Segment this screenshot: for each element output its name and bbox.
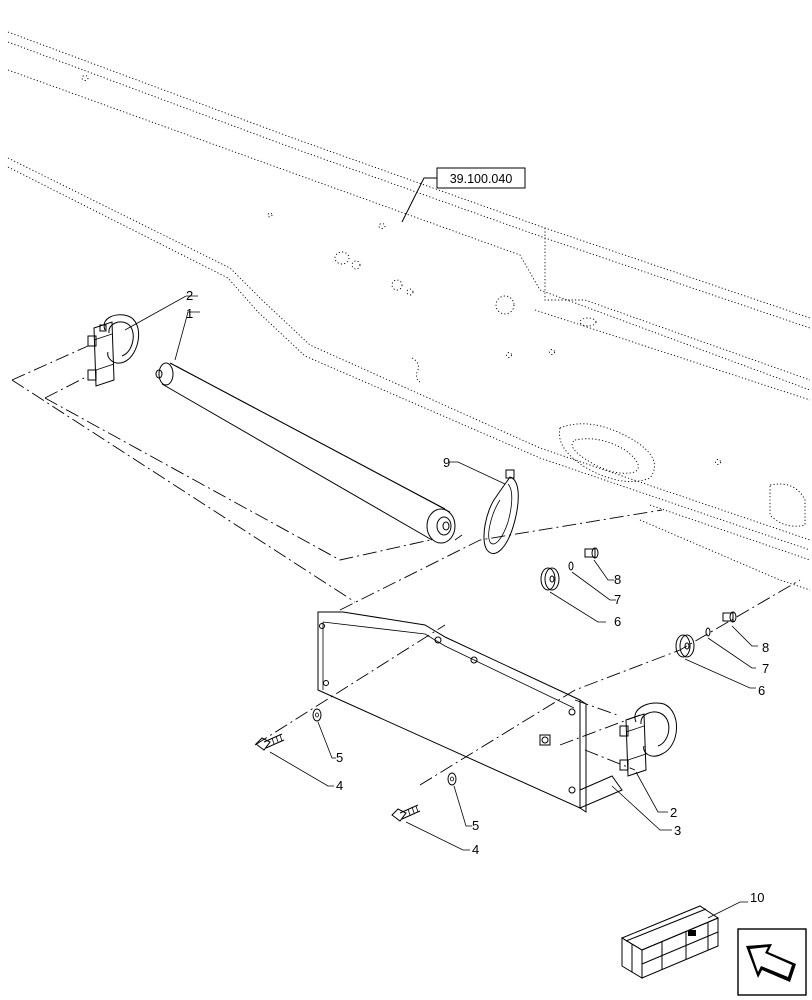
callout-6-lower: 6 [758, 683, 765, 698]
callout-7-upper: 7 [614, 592, 621, 607]
callout-2-lower: 2 [670, 805, 677, 820]
chassis-frame [7, 31, 811, 591]
reference-callout: 39.100.040 [401, 167, 526, 223]
reference-label: 39.100.040 [450, 172, 513, 186]
callout-3: 3 [674, 823, 681, 838]
clamp-lower [619, 702, 677, 813]
cylinder-tube [155, 311, 463, 544]
strap [448, 461, 519, 554]
mount-set-upper [540, 547, 616, 623]
callout-5-lower: 5 [472, 818, 479, 833]
bolt-washer-upper [255, 708, 336, 787]
mounting-bracket [317, 611, 672, 831]
callout-7-lower: 7 [762, 661, 769, 676]
callout-2-upper: 2 [186, 288, 193, 303]
crate-icon [620, 901, 748, 979]
callout-8-lower: 8 [762, 640, 769, 655]
callout-5-upper: 5 [336, 750, 343, 765]
callout-8-upper: 8 [614, 572, 621, 587]
assembly-axes [11, 345, 801, 786]
bolt-washer-lower [391, 772, 472, 851]
callout-4-lower: 4 [472, 842, 479, 857]
callout-labels: 2 1 9 8 7 6 8 7 6 5 4 2 3 5 4 10 [186, 288, 769, 905]
callout-9: 9 [443, 455, 450, 470]
callout-4-upper: 4 [336, 778, 343, 793]
callout-6-upper: 6 [614, 614, 621, 629]
clamp-upper [87, 295, 198, 387]
callout-10: 10 [750, 890, 764, 905]
callout-1: 1 [186, 306, 193, 321]
mount-set-lower [675, 611, 758, 689]
nav-arrow-icon [737, 928, 807, 996]
